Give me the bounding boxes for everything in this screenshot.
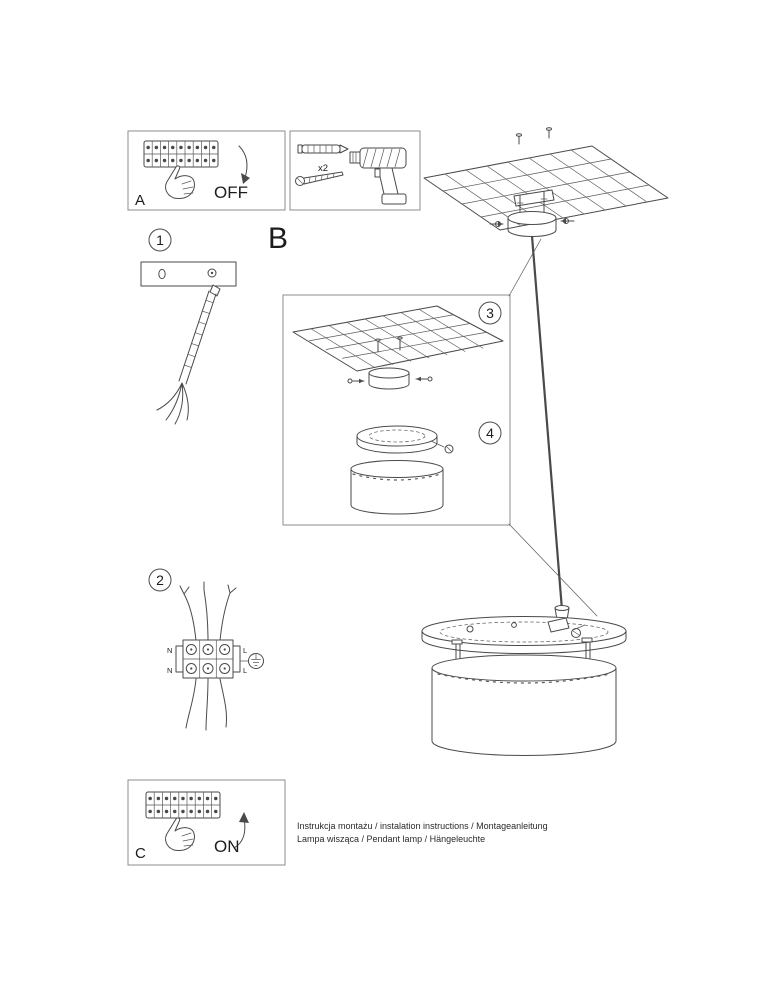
cord-grip	[554, 605, 570, 621]
lamp-canopy	[421, 616, 627, 654]
step-2: 2 N L N L	[148, 568, 264, 731]
pendant-lamp-drawing	[421, 605, 627, 756]
svg-text:2: 2	[156, 572, 164, 588]
svg-text:4: 4	[486, 425, 494, 441]
hand-icon	[165, 165, 195, 200]
canopy-bolt-icon	[466, 625, 474, 633]
drill-icon	[349, 147, 407, 205]
mounting-bracket-drawing	[489, 189, 575, 237]
detail-box: 3 4	[282, 238, 598, 617]
panel-c-label: C	[135, 845, 146, 862]
wiring-diagram: N L N L	[167, 581, 264, 731]
power-cord	[530, 235, 564, 611]
ceiling-assembly-drawing	[423, 127, 669, 611]
power-on-arrow-icon	[233, 812, 249, 849]
panel-a-label: A	[135, 192, 145, 209]
anchor-count-label: x2	[318, 163, 328, 174]
wire-label-l1: L	[243, 646, 247, 655]
terminal-block-icon	[142, 139, 220, 169]
tools-panel: x2	[289, 130, 421, 211]
footer-caption: Instrukcja montażu / instalation instruc…	[297, 821, 548, 844]
step-3-panel-grid	[292, 305, 504, 372]
step-1: 1	[140, 228, 237, 425]
wall-plug-icon	[297, 144, 349, 154]
ceiling-panel-grid	[423, 145, 669, 231]
earth-ground-icon	[239, 653, 264, 669]
panel-c: ON C	[127, 779, 286, 866]
step-4: 4	[350, 421, 502, 515]
hand-icon	[165, 817, 195, 852]
panel-a-switch-label: OFF	[214, 183, 248, 202]
screw-icon	[295, 171, 344, 186]
panel-a: OFF A	[127, 130, 286, 211]
wire-label-n1: N	[167, 646, 172, 655]
terminal-block-icon	[144, 790, 222, 820]
cable-lock-icon	[547, 617, 586, 638]
step-1-badge: 1	[148, 228, 172, 252]
mounting-plate-drawing	[140, 261, 237, 287]
step-4-lampshade	[350, 460, 444, 515]
panel-c-switch-label: ON	[214, 837, 240, 856]
step-4-badge: 4	[478, 421, 502, 445]
power-off-arrow-icon	[238, 145, 250, 184]
lampshade-drum	[431, 654, 617, 756]
canopy-screw-icon	[430, 440, 454, 454]
step-4-canopy	[356, 425, 454, 454]
anchor-screw-drawing	[156, 284, 221, 425]
callout-line-top	[508, 238, 542, 297]
callout-line-bottom	[508, 523, 598, 617]
svg-text:1: 1	[156, 232, 164, 248]
step-3-canopy	[347, 336, 433, 390]
suspension-rods	[451, 637, 593, 661]
step-2-badge: 2	[148, 568, 172, 592]
canopy-bolt2-icon	[511, 622, 517, 628]
svg-text:3: 3	[486, 305, 494, 321]
section-b-label: B	[268, 222, 288, 255]
wire-label-n2: N	[167, 666, 172, 675]
footer-line-1: Instrukcja montażu / instalation instruc…	[297, 821, 548, 831]
step-3-badge: 3	[478, 301, 502, 325]
ceiling-screws-icon	[516, 127, 552, 145]
wire-label-l2: L	[243, 666, 247, 675]
step-3: 3	[292, 301, 504, 390]
canopy-side-screws-icon	[489, 218, 575, 227]
footer-line-2: Lampa wisząca / Pendant lamp / Hängeleuc…	[297, 834, 485, 844]
